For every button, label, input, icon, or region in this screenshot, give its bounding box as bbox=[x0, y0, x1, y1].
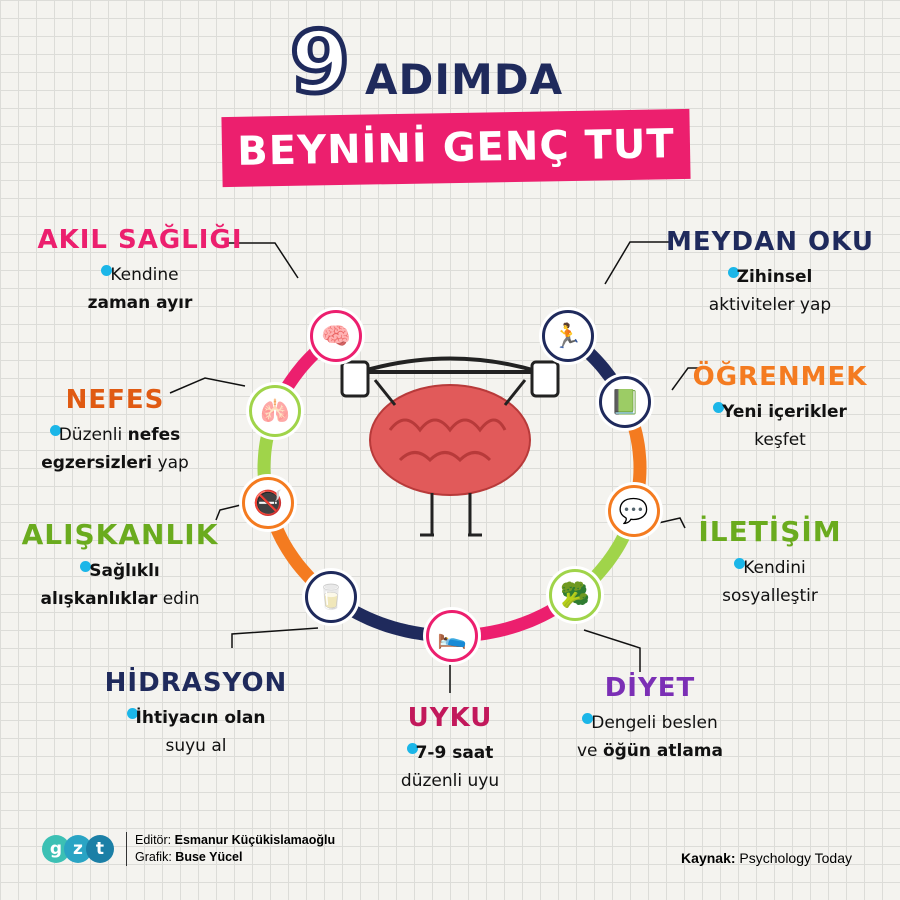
book-icon: 📗 bbox=[599, 376, 652, 429]
leader-line bbox=[231, 627, 319, 648]
step-akil-sagligi: AKIL SAĞLIĞI Kendine zaman ayır bbox=[10, 225, 270, 317]
step-text: Kendine bbox=[110, 265, 179, 285]
step-hidrasyon: HİDRASYON İhtiyacın olan suyu al bbox=[66, 668, 326, 760]
step-text: edin bbox=[157, 589, 200, 609]
step-text: ve bbox=[577, 741, 603, 761]
step-text: sosyalleştir bbox=[722, 586, 818, 606]
editor-name: Esmanur Küçükislamaoğlu bbox=[174, 833, 336, 847]
step-iletisim: İLETİŞİM Kendini sosyalleştir bbox=[640, 515, 900, 610]
step-aliskanlik: ALIŞKANLIK Sağlıklı alışkanlıklar edin bbox=[0, 518, 250, 613]
step-diyet: DİYET Dengeli beslen ve öğün atlama bbox=[520, 673, 780, 765]
graphic-label: Grafik: bbox=[135, 850, 172, 864]
step-meydan-oku: MEYDAN OKU Zihinsel aktiviteler yap bbox=[640, 227, 900, 319]
bullet-dot bbox=[734, 558, 746, 569]
source: Kaynak: Psychology Today bbox=[681, 850, 852, 866]
step-text: zaman ayır bbox=[87, 293, 193, 313]
step-title: ALIŞKANLIK bbox=[21, 518, 219, 551]
bullet-dot bbox=[406, 743, 418, 754]
step-text: Düzenli bbox=[58, 425, 128, 445]
bullet-dot bbox=[80, 561, 92, 572]
logo-letter: t bbox=[86, 835, 114, 863]
step-text: Kendini bbox=[743, 558, 806, 578]
step-title: MEYDAN OKU bbox=[666, 227, 874, 257]
step-text: düzenli uyu bbox=[400, 771, 500, 791]
step-text: keşfet bbox=[754, 430, 806, 450]
leader-line bbox=[228, 242, 299, 279]
water-glass-icon: 🥛 bbox=[305, 570, 358, 623]
step-text: Zihinsel bbox=[736, 267, 813, 287]
vegetables-icon: 🥦 bbox=[549, 568, 602, 621]
step-text: 7-9 saat bbox=[415, 743, 494, 763]
bullet-dot bbox=[582, 713, 594, 724]
leader-line bbox=[169, 377, 246, 394]
chat-icon: 💬 bbox=[607, 485, 660, 538]
source-name: Psychology Today bbox=[739, 850, 852, 866]
editor-label: Editör: bbox=[135, 833, 172, 847]
step-title: ÖĞRENMEK bbox=[692, 362, 868, 392]
step-text: yap bbox=[152, 453, 189, 473]
leader-line bbox=[653, 517, 686, 529]
step-ogrenmek: ÖĞRENMEK Yeni içerikler keşfet bbox=[650, 362, 900, 454]
step-title: AKIL SAĞLIĞI bbox=[37, 225, 243, 255]
sleep-icon: 🛌 bbox=[426, 610, 478, 662]
subtitle: ADIMDA bbox=[365, 55, 564, 104]
no-smoking-icon: 🚭 bbox=[242, 476, 295, 529]
bullet-dot bbox=[727, 267, 739, 278]
leader-line bbox=[671, 367, 700, 391]
step-uyku: UYKU 7-9 saat düzenli uyu bbox=[320, 703, 580, 795]
bullet-dot bbox=[101, 265, 113, 276]
step-title: UYKU bbox=[407, 703, 493, 733]
bullet-dot bbox=[126, 708, 138, 719]
number-nine: 9 bbox=[288, 13, 353, 113]
step-text: öğün atlama bbox=[602, 741, 723, 761]
bullet-dot bbox=[713, 402, 725, 413]
leader-line bbox=[604, 241, 670, 285]
step-text: Sağlıklı bbox=[89, 561, 160, 581]
step-text: İhtiyacın olan bbox=[135, 708, 266, 728]
gzt-logo: g z t bbox=[42, 835, 114, 863]
step-text: nefes bbox=[127, 425, 181, 445]
footer-credits: g z t Editör: Esmanur Küçükislamaoğlu Gr… bbox=[42, 832, 335, 866]
graphic-name: Buse Yücel bbox=[175, 850, 243, 864]
brain-head-icon: 🧠 bbox=[310, 309, 363, 362]
step-title: HİDRASYON bbox=[104, 668, 288, 698]
step-text: aktiviteler yap bbox=[708, 295, 832, 315]
step-text: Dengeli beslen bbox=[591, 713, 718, 733]
step-title: NEFES bbox=[65, 385, 165, 415]
brain-lifting-illustration bbox=[340, 356, 560, 537]
leader-line bbox=[215, 503, 246, 521]
lungs-icon: 🫁 bbox=[249, 384, 302, 437]
runner-icon: 🏃 bbox=[541, 309, 594, 362]
step-nefes: NEFES Düzenli nefes egzersizleri yap bbox=[0, 385, 245, 477]
step-title: İLETİŞİM bbox=[698, 515, 842, 548]
step-text: suyu al bbox=[165, 736, 227, 756]
bullet-dot bbox=[49, 425, 61, 436]
step-title: DİYET bbox=[604, 673, 696, 703]
source-label: Kaynak: bbox=[681, 850, 736, 866]
leader-line bbox=[583, 629, 641, 672]
step-text: egzersizleri bbox=[41, 453, 153, 473]
step-text: alışkanlıklar bbox=[40, 589, 158, 609]
step-text: Yeni içerikler bbox=[722, 402, 847, 422]
